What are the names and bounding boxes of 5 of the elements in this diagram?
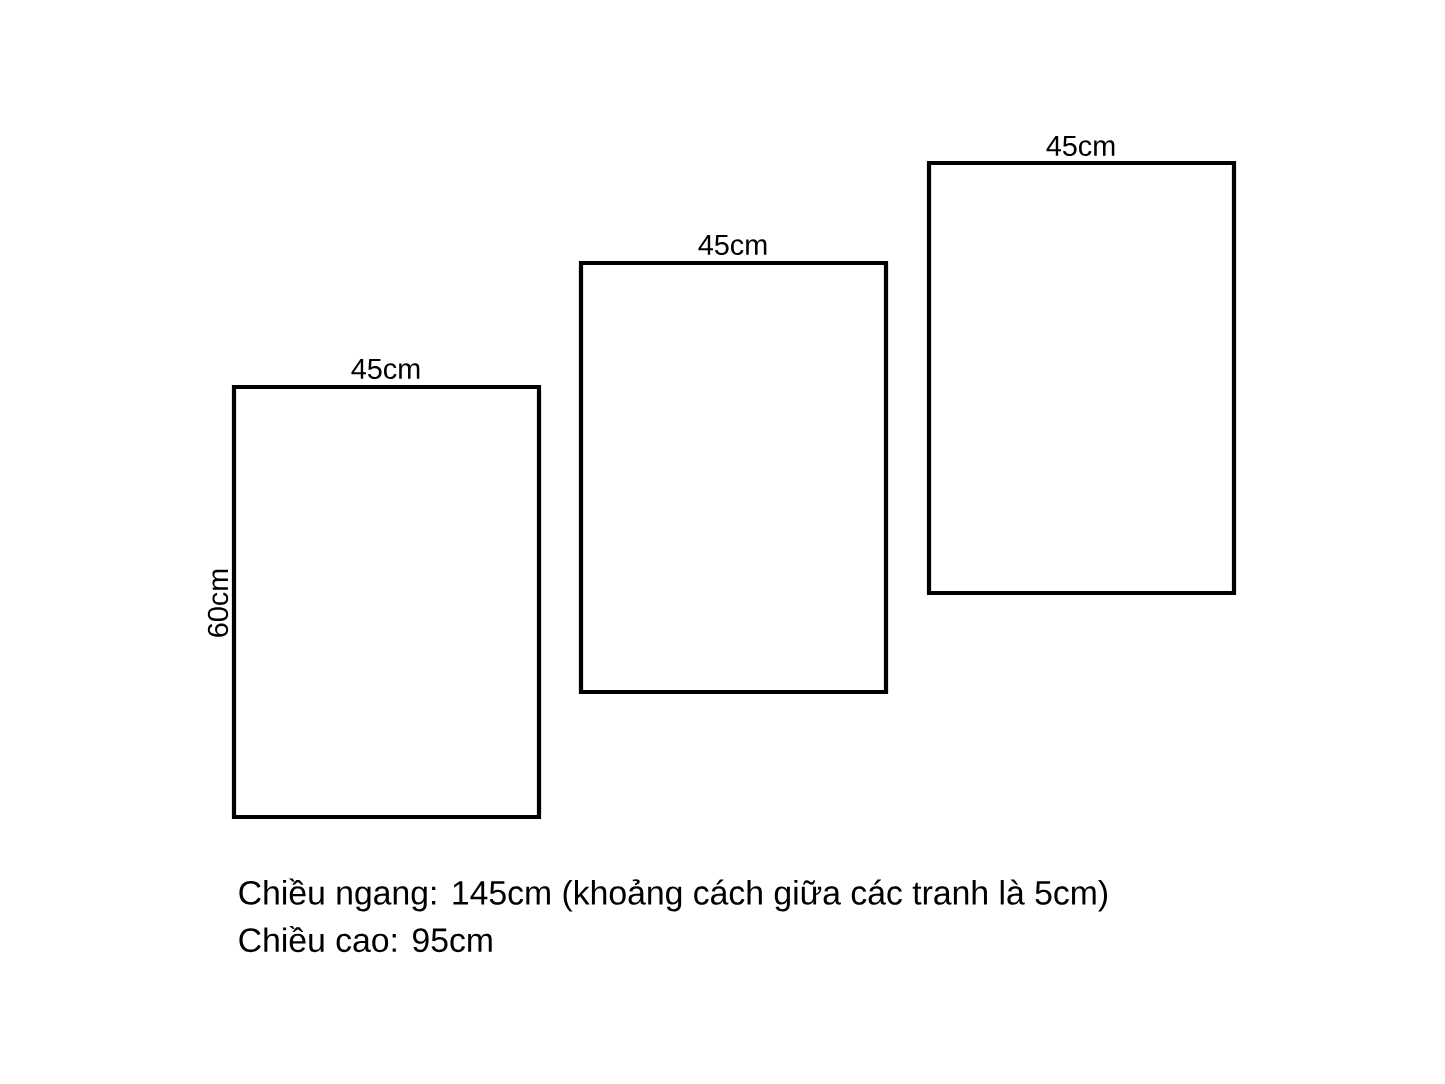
canvas-panel xyxy=(231,384,542,820)
size-note: Chiều cao: 95cm xyxy=(239,925,492,953)
canvas-panel xyxy=(926,160,1237,596)
size-note: Chiều ngang: 145cm (khoảng cách giữa các tranh là 5cm) xyxy=(239,878,1107,912)
canvas-panel xyxy=(578,260,889,695)
